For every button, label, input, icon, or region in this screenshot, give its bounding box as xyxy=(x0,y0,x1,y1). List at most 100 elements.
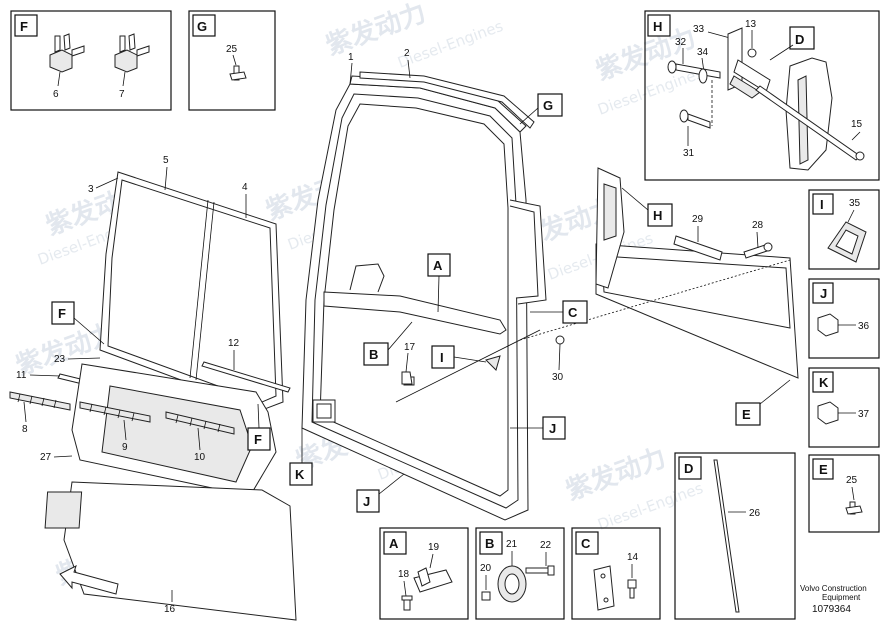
callout-15: 15 xyxy=(851,119,863,130)
letter-h-main: H xyxy=(653,208,662,223)
inset-d: D 26 xyxy=(674,452,796,620)
callouts-main: 1 2 3 4 5 8 9 10 11 12 16 17 23 27 28 29… xyxy=(16,48,764,615)
footer-company: Volvo Construction xyxy=(800,584,867,593)
pin-part-28 xyxy=(743,242,773,259)
inset-a: A 19 18 xyxy=(379,527,469,620)
inset-c-frame xyxy=(571,527,661,620)
letter-box-b-inset xyxy=(479,531,503,555)
callout-37: 37 xyxy=(858,409,870,420)
footer-subtitle: Equipment xyxy=(822,593,861,602)
callout-8: 8 xyxy=(22,424,28,435)
callout-7: 7 xyxy=(119,89,125,100)
inset-a-frame xyxy=(379,527,469,620)
callout-1: 1 xyxy=(348,52,354,63)
screw-part-14 xyxy=(627,579,637,599)
callout-12: 12 xyxy=(228,338,240,349)
callout-23: 23 xyxy=(54,354,66,365)
letter-c-inset: C xyxy=(581,536,591,551)
striker-part-21 xyxy=(497,565,527,603)
letter-box-g-main xyxy=(537,93,563,117)
clip-strip-10 xyxy=(165,411,235,435)
letter-e-main: E xyxy=(742,407,751,422)
clip-strip-9 xyxy=(79,401,151,423)
plate-part-c xyxy=(593,565,615,611)
letter-box-j-main-2 xyxy=(356,489,380,513)
inset-b-frame xyxy=(475,527,565,620)
letter-box-h xyxy=(647,14,671,37)
bolt-part-22 xyxy=(525,565,555,576)
letter-box-d-inset xyxy=(789,26,815,50)
clip-part-6 xyxy=(49,33,85,73)
callout-26: 26 xyxy=(749,508,761,519)
letter-box-f-main-1 xyxy=(51,301,75,325)
letter-c-main: C xyxy=(568,305,578,320)
seal-part-2 xyxy=(359,71,535,129)
callout-2: 2 xyxy=(404,48,410,59)
letter-f-main-1: F xyxy=(58,306,66,321)
letter-d-bottom: D xyxy=(684,461,693,476)
inset-i-frame xyxy=(808,189,880,270)
letter-g-main: G xyxy=(543,98,553,113)
hinge-part-33 xyxy=(727,27,771,99)
rear-panel-e xyxy=(595,167,799,379)
inset-g: G 25 xyxy=(188,10,276,111)
inset-f: F 6 7 xyxy=(10,10,172,111)
letter-j-main-2: J xyxy=(363,494,370,509)
callout-30: 30 xyxy=(552,372,564,383)
letter-g-inset: G xyxy=(197,19,207,34)
letter-h-inset: H xyxy=(653,19,662,34)
letter-box-k-inset xyxy=(812,371,834,393)
bracket-part-19 xyxy=(413,567,453,593)
wiper-strip-12 xyxy=(201,361,291,393)
letter-box-g xyxy=(192,14,216,37)
letter-box-c-inset xyxy=(575,531,599,555)
screw-part-25-e xyxy=(845,501,863,515)
letter-e-inset: E xyxy=(819,462,828,477)
letter-box-k-main xyxy=(289,462,313,486)
callout-33: 33 xyxy=(693,24,705,35)
inset-h: H D 33 13 32 34 15 31 xyxy=(644,10,880,181)
callout-32: 32 xyxy=(675,37,687,48)
inset-e: E 25 xyxy=(808,454,880,533)
letter-b-main: B xyxy=(369,347,378,362)
lower-panel-27 xyxy=(71,363,277,497)
inset-k: K 37 xyxy=(808,367,880,448)
inset-j-frame xyxy=(808,278,880,359)
rod-part-26 xyxy=(713,459,740,613)
callout-25-g: 25 xyxy=(226,44,238,55)
inset-e-frame xyxy=(808,454,880,533)
callout-14: 14 xyxy=(627,552,639,563)
letter-boxes-main: G H A C B I E J J K F F xyxy=(51,93,791,513)
letter-box-j-inset xyxy=(812,282,834,304)
inset-f-frame xyxy=(10,10,172,111)
nut-part-20 xyxy=(481,591,491,601)
letter-box-a-inset xyxy=(383,531,407,555)
footer: Volvo Construction Equipment 1079364 xyxy=(800,584,867,615)
letter-a-main: A xyxy=(433,258,443,273)
callout-20: 20 xyxy=(480,563,492,574)
bracket-part-17 xyxy=(401,371,413,385)
wedge-part-i xyxy=(485,355,501,371)
callout-13: 13 xyxy=(745,19,757,30)
callout-11: 11 xyxy=(16,370,27,381)
callout-17: 17 xyxy=(404,342,416,353)
callout-31: 31 xyxy=(683,148,695,159)
window-glass xyxy=(99,171,284,411)
letter-i-main: I xyxy=(440,350,444,365)
callout-34: 34 xyxy=(697,47,709,58)
callout-6: 6 xyxy=(53,89,59,100)
letter-d-inset: D xyxy=(795,32,804,47)
callout-16: 16 xyxy=(164,604,176,615)
letter-f: F xyxy=(20,19,28,34)
inset-j: J 36 xyxy=(808,278,880,359)
letter-box-f xyxy=(14,14,38,37)
callout-10: 10 xyxy=(194,452,206,463)
letter-box-h-main xyxy=(647,203,673,227)
callout-28: 28 xyxy=(752,220,764,231)
screw-part-25-g xyxy=(229,65,247,81)
direction-arrow xyxy=(59,565,119,595)
callout-25-e: 25 xyxy=(846,475,858,486)
callout-27: 27 xyxy=(40,452,52,463)
callout-9: 9 xyxy=(122,442,128,453)
